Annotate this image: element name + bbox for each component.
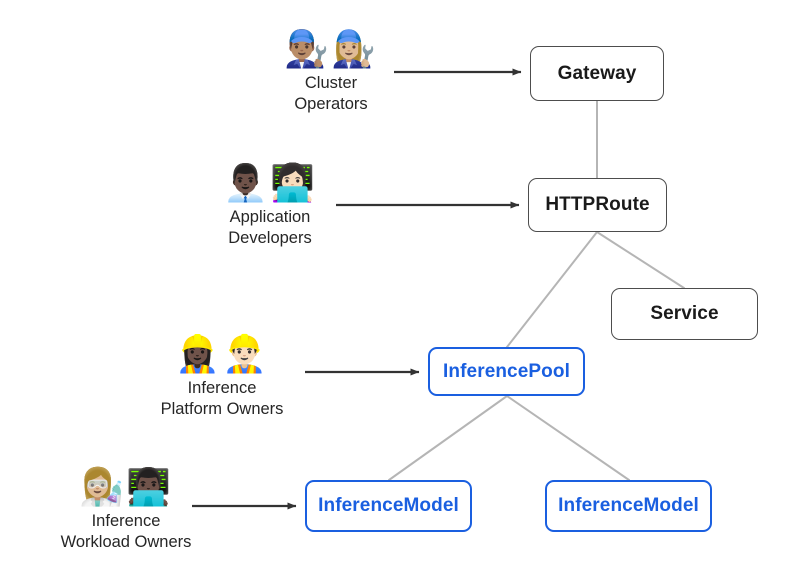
node-label: HTTPRoute bbox=[545, 194, 650, 215]
persona-cluster-operators: 👨🏽‍🔧👩🏼‍🔧 Cluster Operators bbox=[231, 28, 431, 115]
edge-httproute-service bbox=[596, 231, 685, 289]
node-label: InferenceModel bbox=[318, 495, 459, 516]
woman-construction-worker-icon-man-construction-worker-icon: 👷🏿‍♀️👷🏻‍♂️ bbox=[175, 333, 269, 374]
persona-application-developers: 👨🏿‍💼👩🏻‍💻 Application Developers bbox=[170, 162, 370, 249]
node-inferencepool[interactable]: InferencePool bbox=[428, 347, 585, 396]
node-inferencemodel-right[interactable]: InferenceModel bbox=[545, 480, 712, 532]
node-label: Gateway bbox=[557, 62, 637, 84]
node-gateway[interactable]: Gateway bbox=[530, 46, 664, 101]
node-label: Service bbox=[650, 303, 719, 324]
node-httproute[interactable]: HTTPRoute bbox=[528, 178, 667, 232]
edge-httproute-inferencepool bbox=[506, 231, 598, 348]
node-inferencemodel-left[interactable]: InferenceModel bbox=[305, 480, 472, 532]
edge-inferencepool-inferencemodel-left bbox=[388, 395, 508, 481]
man-office-worker-icon-woman-technologist-icon: 👨🏿‍💼👩🏻‍💻 bbox=[223, 162, 317, 203]
man-mechanic-icon-woman-mechanic-icon: 👨🏽‍🔧👩🏼‍🔧 bbox=[284, 28, 378, 69]
persona-label: Inference Platform Owners bbox=[160, 379, 284, 418]
persona-inference-platform-owners: 👷🏿‍♀️👷🏻‍♂️ Inference Platform Owners bbox=[122, 333, 322, 420]
persona-label: Cluster Operators bbox=[294, 74, 368, 113]
persona-inference-workload-owners: 👩🏼‍🔬👨🏿‍💻 Inference Workload Owners bbox=[26, 466, 226, 553]
edge-inferencepool-inferencemodel-right bbox=[506, 395, 630, 481]
node-label: InferencePool bbox=[443, 360, 570, 382]
node-service[interactable]: Service bbox=[611, 288, 758, 340]
persona-arrows bbox=[192, 68, 522, 510]
woman-scientist-icon-man-technologist-icon: 👩🏼‍🔬👨🏿‍💻 bbox=[79, 466, 173, 507]
persona-label: Application Developers bbox=[228, 208, 312, 247]
persona-label: Inference Workload Owners bbox=[60, 512, 192, 551]
node-label: InferenceModel bbox=[558, 495, 699, 516]
resource-relationship-edges bbox=[388, 100, 685, 481]
